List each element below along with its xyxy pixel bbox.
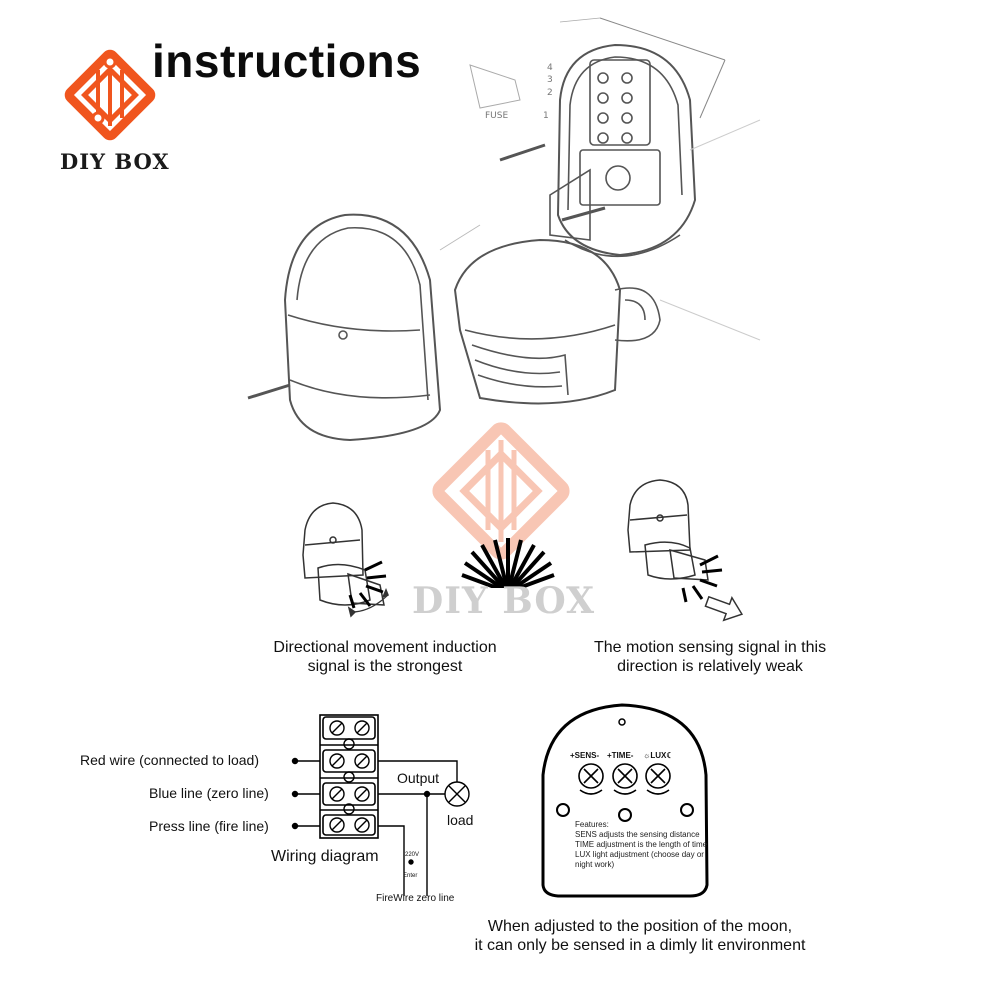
sensing-signal-burst-icon <box>455 538 561 598</box>
weak-caption-line-2: direction is relatively weak <box>617 658 803 675</box>
moon-note-line-2: it can only be sensed in a dimly lit env… <box>474 937 806 954</box>
features-heading: Features: <box>575 820 609 829</box>
brand-name: DIY BOX <box>60 149 170 174</box>
diy-box-logo-icon <box>64 49 156 141</box>
watermark-text: DIY BOX <box>412 580 596 622</box>
svg-text:1: 1 <box>543 111 549 121</box>
wiring-lines <box>291 757 458 896</box>
red-wire-label: Red wire (connected to load) <box>80 752 259 768</box>
lux-dial[interactable] <box>645 763 671 795</box>
blue-line-label: Blue line (zero line) <box>149 785 269 801</box>
lux-label: ☼LUX☾ <box>643 751 674 760</box>
wiring-diagram-title: Wiring diagram <box>271 848 379 865</box>
svg-text:4: 4 <box>547 63 553 73</box>
feature-item: LUX light adjustment (choose day or nigh… <box>575 850 704 869</box>
sensor-weak-direction-illustration <box>627 479 744 622</box>
feature-item: SENS adjusts the sensing distance <box>575 830 700 839</box>
exploded-sensor-drawing: FUSE 4 3 2 1 <box>247 17 761 442</box>
svg-text:3: 3 <box>547 75 553 85</box>
sens-label: +SENS- <box>570 751 600 760</box>
svg-text:2: 2 <box>547 88 553 98</box>
weak-caption-line-1: The motion sensing signal in this <box>593 639 827 656</box>
strong-direction-caption: Directional movement induction signal is… <box>240 638 530 676</box>
voltage-label: 220V <box>405 852 420 858</box>
feature-item: TIME adjustment is the length of time <box>575 840 708 849</box>
strong-caption-line-1: Directional movement induction <box>273 639 497 656</box>
sensor-strong-direction-illustration <box>302 502 389 618</box>
moon-position-note: When adjusted to the position of the moo… <box>430 917 850 955</box>
page-title: instructions <box>152 35 422 87</box>
moon-note-line-1: When adjusted to the position of the moo… <box>487 918 793 935</box>
firewire-zero-line-label: FireWire zero line <box>376 893 455 904</box>
features-list: Features: SENS adjusts the sensing dista… <box>575 820 715 870</box>
weak-direction-caption: The motion sensing signal in this direct… <box>560 638 860 676</box>
enter-label: Enter <box>403 873 418 879</box>
load-lamp-icon <box>444 781 470 807</box>
wiring-terminal-block <box>319 714 379 839</box>
time-dial[interactable] <box>612 763 638 795</box>
strong-caption-line-2: signal is the strongest <box>307 658 463 675</box>
load-label: load <box>447 812 474 828</box>
fire-line-label: Press line (fire line) <box>149 818 269 834</box>
svg-text:FUSE: FUSE <box>485 111 508 121</box>
control-panel-face <box>541 703 709 898</box>
time-label: +TIME- <box>607 751 634 760</box>
output-label: Output <box>397 770 440 786</box>
sens-dial[interactable] <box>578 763 604 795</box>
watermark-logo-icon <box>432 422 570 560</box>
